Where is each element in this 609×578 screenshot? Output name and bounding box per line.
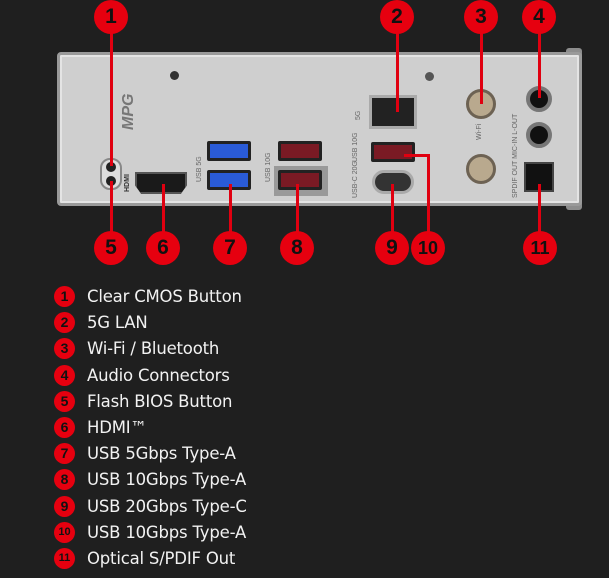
legend-label: Wi-Fi / Bluetooth: [87, 338, 220, 358]
legend-badge: 11: [54, 547, 75, 569]
legend-label: Audio Connectors: [87, 365, 230, 385]
callout-badge-10: 10: [411, 231, 445, 265]
clear-cmos-dot: [106, 162, 116, 172]
legend-label: Flash BIOS Button: [87, 391, 233, 411]
callout-line: [538, 30, 541, 98]
legend-label: Optical S/PDIF Out: [87, 548, 236, 568]
callout-badge-5: 5: [94, 231, 128, 265]
brand-logo: MPG: [120, 93, 137, 130]
callout-line: [162, 184, 165, 234]
callout-badge-6: 6: [146, 231, 180, 265]
legend-badge: 8: [54, 468, 75, 490]
callout-line: [110, 181, 113, 233]
callout-badge-11: 11: [523, 231, 557, 265]
callout-line: [391, 184, 394, 234]
hdmi-label: HDMI: [124, 174, 131, 192]
legend-badge: 7: [54, 442, 75, 464]
usb-10g-port: [371, 142, 415, 162]
mic-in-jack: [526, 122, 552, 148]
audio-label: SPDIF OUT MIC-IN L-OUT: [512, 113, 519, 198]
usbc-label: USB-C 20G: [352, 161, 359, 198]
callout-line: [538, 184, 541, 234]
wifi-label: Wi-Fi: [476, 123, 483, 140]
usb-10g-port: [278, 170, 322, 190]
legend-label: Clear CMOS Button: [87, 286, 242, 306]
lan-port: [369, 95, 417, 129]
legend-label: HDMI™: [87, 417, 147, 437]
legend-item: 5 Flash BIOS Button: [54, 390, 232, 412]
legend-item: 2 5G LAN: [54, 311, 148, 333]
legend-item: 4 Audio Connectors: [54, 364, 230, 386]
legend-badge: 6: [54, 416, 75, 438]
legend-item: 9 USB 20Gbps Type-C: [54, 495, 247, 517]
legend-badge: 4: [54, 364, 75, 386]
callout-badge-3: 3: [464, 0, 498, 34]
legend-badge: 3: [54, 337, 75, 359]
screw-icon: [170, 71, 179, 80]
callout-line: [396, 30, 399, 112]
screw-icon: [425, 72, 434, 81]
callout-badge-8: 8: [280, 231, 314, 265]
usb10g-right-label: USB 10G: [352, 132, 359, 162]
callout-line: [229, 184, 232, 234]
legend-badge: 9: [54, 495, 75, 517]
legend-item: 3 Wi-Fi / Bluetooth: [54, 337, 219, 359]
callout-badge-9: 9: [375, 231, 409, 265]
lan-label: 5G: [355, 110, 362, 120]
callout-line: [427, 154, 430, 234]
callout-badge-7: 7: [213, 231, 247, 265]
usb-10g-port: [278, 141, 322, 161]
legend-label: USB 5Gbps Type-A: [87, 443, 236, 463]
usb10g-label: USB 10G: [265, 152, 272, 182]
legend-label: USB 10Gbps Type-A: [87, 469, 247, 489]
legend-item: 7 USB 5Gbps Type-A: [54, 442, 236, 464]
legend-label: 5G LAN: [87, 312, 148, 332]
callout-line: [296, 184, 299, 234]
legend-item: 1 Clear CMOS Button: [54, 285, 242, 307]
legend-label: USB 10Gbps Type-A: [87, 522, 247, 542]
legend-item: 8 USB 10Gbps Type-A: [54, 468, 246, 490]
callout-badge-4: 4: [522, 0, 556, 34]
wifi-antenna-port: [466, 154, 496, 184]
hdmi-port: [135, 172, 187, 194]
legend-item: 10 USB 10Gbps Type-A: [54, 521, 246, 543]
usb-5g-port: [207, 141, 251, 161]
callout-line: [480, 30, 483, 104]
legend-badge: 5: [54, 390, 75, 412]
callout-badge-1: 1: [94, 0, 128, 34]
usb5g-label: USB 5G: [196, 156, 203, 182]
callout-badge-2: 2: [380, 0, 414, 34]
legend-badge: 10: [54, 521, 75, 543]
legend-label: USB 20Gbps Type-C: [87, 496, 247, 516]
legend-item: 11 Optical S/PDIF Out: [54, 547, 235, 569]
legend-badge: 1: [54, 285, 75, 307]
callout-line: [110, 30, 113, 166]
callout-line: [404, 154, 429, 157]
legend-badge: 2: [54, 311, 75, 333]
legend-item: 6 HDMI™: [54, 416, 147, 438]
